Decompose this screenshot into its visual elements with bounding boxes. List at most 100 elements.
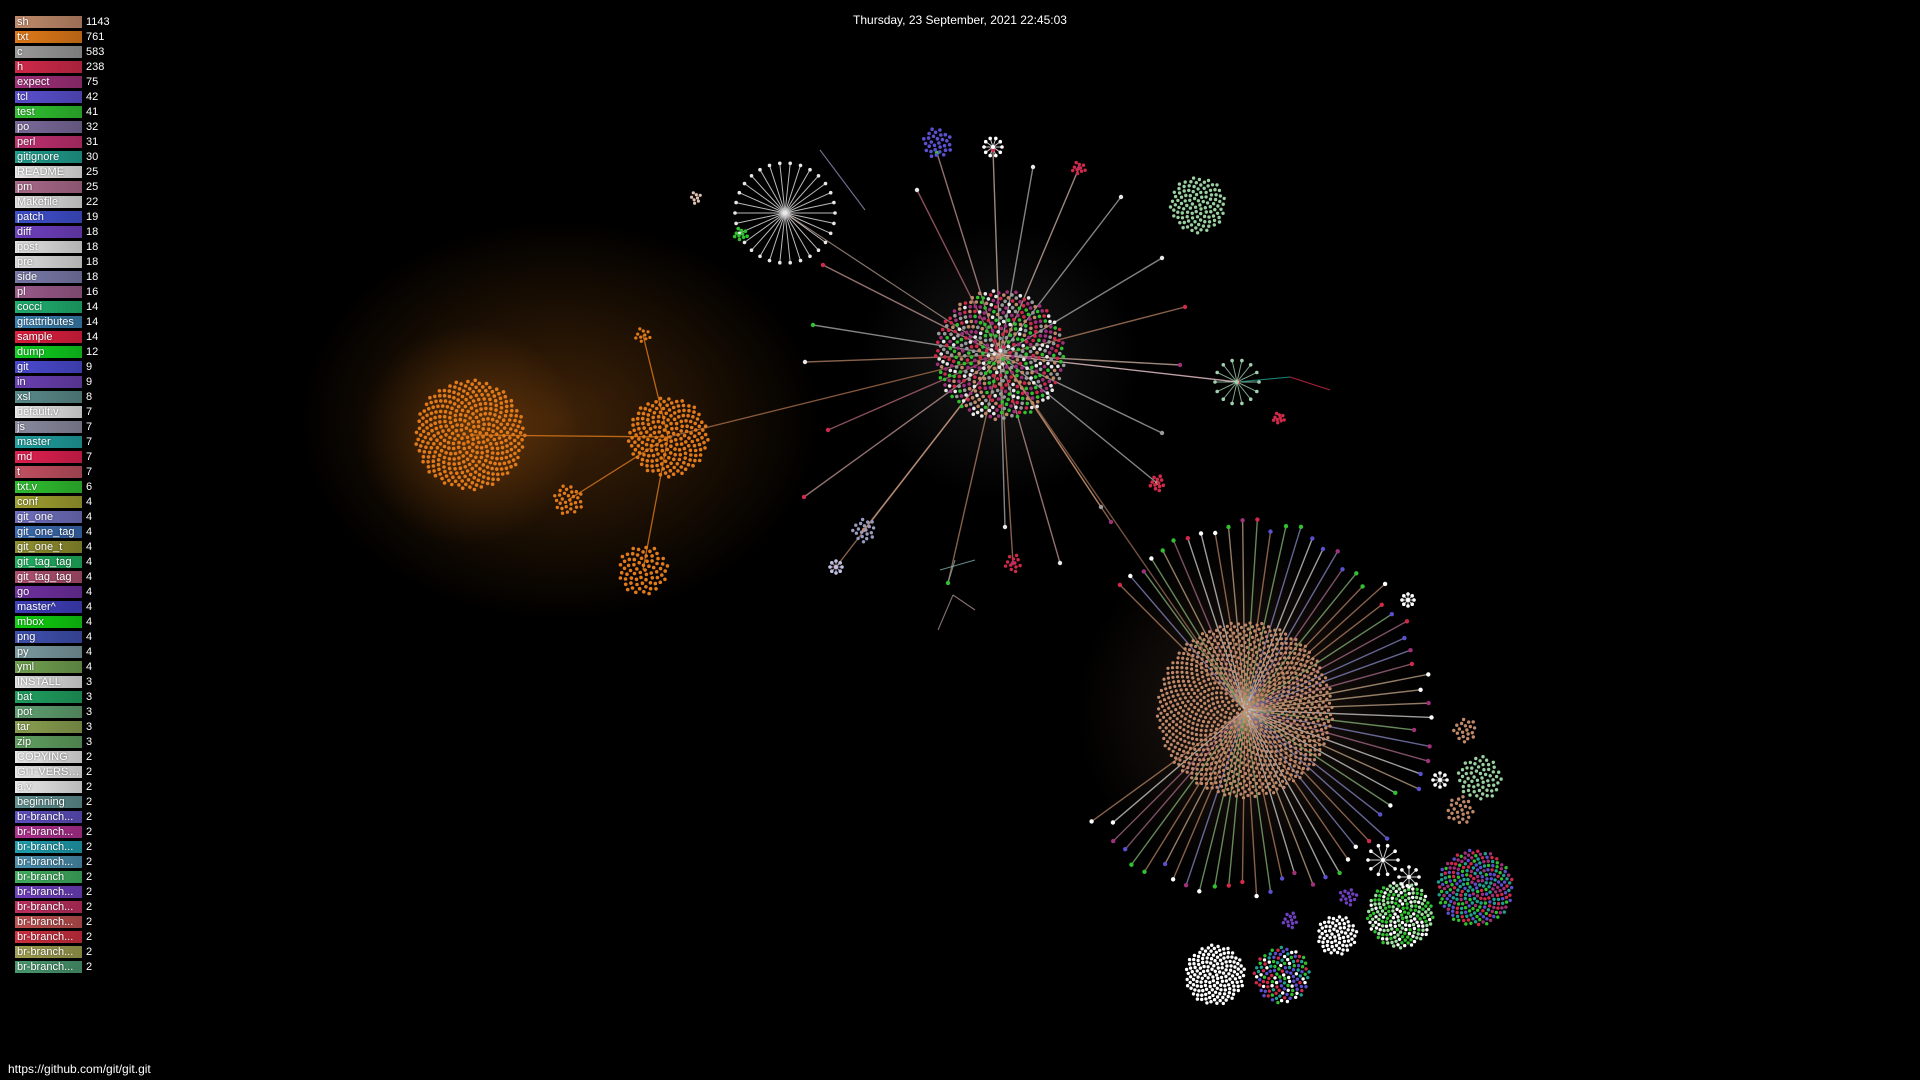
file-node [1035, 309, 1040, 314]
file-node [1239, 754, 1243, 759]
file-node [1411, 922, 1416, 927]
file-node [1215, 686, 1220, 690]
file-node [980, 414, 984, 418]
file-node [1200, 993, 1204, 997]
file-node [1351, 892, 1355, 896]
file-node [1002, 524, 1008, 530]
file-node [645, 559, 649, 563]
file-node [1244, 654, 1248, 658]
file-node [1391, 909, 1395, 913]
file-node [442, 465, 446, 469]
file-node [1182, 760, 1187, 764]
file-node [1052, 368, 1057, 373]
file-node [1420, 920, 1424, 924]
file-node [1195, 737, 1199, 742]
file-node [1246, 793, 1250, 798]
file-node [654, 435, 658, 440]
file-node [1243, 704, 1247, 708]
file-node [1452, 874, 1456, 879]
file-node [1176, 675, 1180, 679]
file-node [1283, 917, 1287, 921]
file-node [1337, 946, 1342, 951]
file-node [1228, 987, 1232, 991]
file-node [1208, 995, 1212, 1000]
file-node [1239, 662, 1243, 666]
file-node [1227, 983, 1231, 987]
graph-edge [735, 202, 786, 214]
file-node [1482, 860, 1486, 864]
file-node [573, 501, 578, 505]
graph-edge [803, 354, 1001, 498]
file-node [946, 328, 951, 333]
file-node [654, 447, 659, 452]
file-node [1218, 775, 1222, 779]
file-node [957, 384, 961, 389]
file-node [1314, 699, 1318, 704]
file-node [1209, 781, 1213, 785]
file-node [1194, 209, 1198, 214]
file-node [1188, 966, 1193, 970]
file-node [1190, 671, 1194, 676]
file-node [1328, 724, 1332, 728]
file-node [1035, 390, 1039, 395]
file-node [1407, 885, 1411, 889]
file-node [1484, 873, 1489, 877]
file-node [994, 136, 998, 141]
file-node [1294, 755, 1298, 759]
file-node [945, 343, 949, 348]
file-node [1369, 849, 1373, 853]
file-node [945, 350, 950, 355]
file-node [970, 396, 975, 400]
file-node [1278, 975, 1282, 979]
file-node [1242, 750, 1246, 754]
file-node [516, 424, 520, 429]
file-node [1200, 947, 1204, 951]
file-node [1288, 729, 1292, 733]
file-node [618, 563, 623, 567]
file-node [1017, 410, 1022, 415]
file-node [646, 437, 650, 442]
file-node [1005, 356, 1010, 360]
file-node [1003, 324, 1008, 328]
file-node [647, 591, 651, 596]
file-node [1216, 944, 1220, 949]
file-node [637, 560, 641, 565]
file-node [1392, 892, 1396, 897]
file-node [1236, 751, 1240, 755]
file-node [1035, 350, 1039, 355]
file-node [1243, 664, 1247, 669]
file-node [1254, 729, 1258, 733]
file-node [1472, 785, 1476, 789]
file-node [1334, 943, 1339, 948]
file-node [1223, 715, 1227, 719]
file-node [673, 452, 677, 457]
file-node [1212, 964, 1216, 968]
file-node [505, 404, 509, 409]
file-node [1415, 891, 1420, 895]
file-node [1164, 733, 1169, 737]
file-node [669, 461, 673, 466]
legend-swatch [15, 46, 82, 58]
file-node [1161, 722, 1165, 726]
file-node [1276, 421, 1280, 425]
file-node [1255, 517, 1260, 522]
file-node [1461, 902, 1465, 906]
file-node [1495, 861, 1500, 865]
file-node [1034, 369, 1039, 374]
file-node [1377, 931, 1381, 936]
file-node [468, 485, 472, 489]
file-node [1468, 724, 1473, 729]
file-node [1220, 966, 1224, 970]
file-node [957, 399, 961, 404]
file-node [1312, 739, 1316, 743]
legend-label: master [17, 436, 51, 448]
file-node [1213, 681, 1217, 685]
file-node [1162, 715, 1166, 719]
file-node [1379, 602, 1384, 607]
file-node [1462, 918, 1466, 923]
file-node [650, 559, 654, 563]
file-node [1248, 643, 1252, 647]
file-node [1022, 381, 1027, 385]
file-node [1200, 724, 1204, 728]
